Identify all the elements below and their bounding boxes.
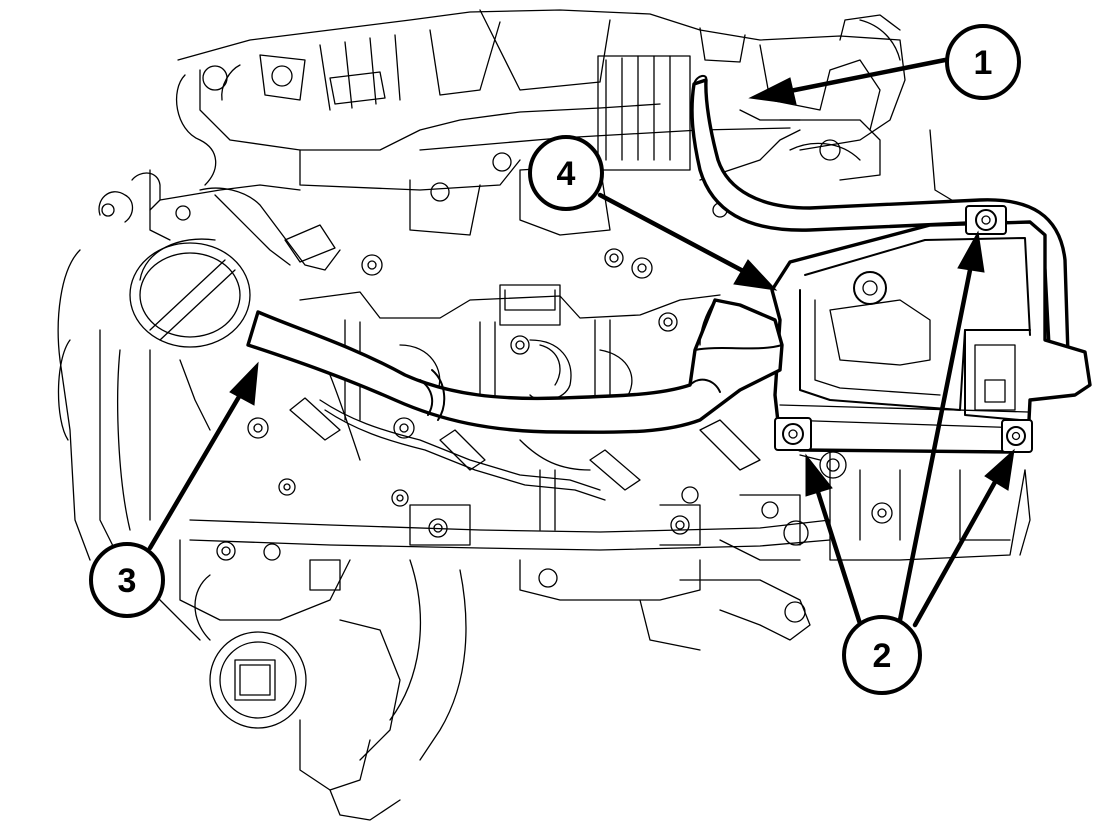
callout-4-label: 4	[557, 155, 576, 193]
callout-4: 4	[528, 135, 604, 211]
callout-arrow-2-middle	[897, 230, 985, 623]
callout-arrow-2-left	[805, 453, 865, 633]
callout-arrow-4	[597, 192, 778, 291]
callout-arrow-1	[748, 57, 948, 105]
oil-separator	[770, 205, 1092, 454]
callout-arrow-3	[147, 361, 259, 551]
callout-arrow-2-right	[912, 448, 1015, 628]
callout-3: 3	[89, 542, 165, 618]
callout-2: 2	[842, 615, 922, 695]
callout-3-label: 3	[118, 562, 137, 600]
callout-1: 1	[945, 24, 1021, 100]
callout-1-label: 1	[974, 44, 993, 82]
callout-2-label: 2	[873, 637, 892, 675]
hose-3	[246, 298, 784, 434]
engine-block	[57, 9, 1031, 821]
